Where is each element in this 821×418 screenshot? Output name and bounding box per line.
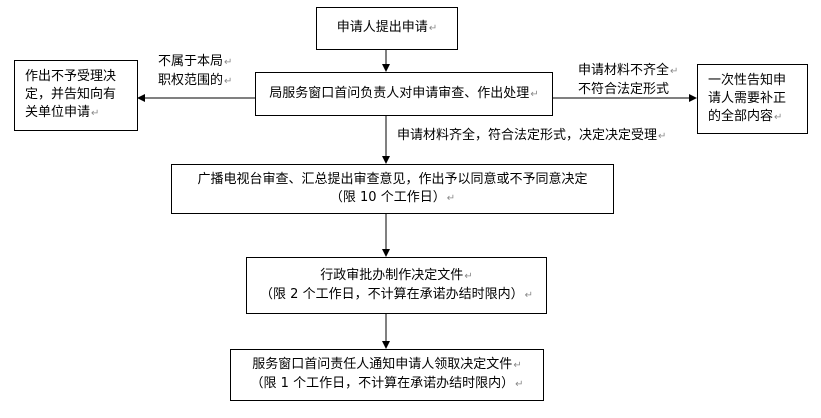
notify-text-line2: （限 1 个工作日，不计算在承诺办结时限内） — [250, 376, 515, 391]
supplement-text-line1: 一次性告知申 — [708, 72, 787, 88]
review-text: 局服务窗口首问负责人对申请审查、作出处理 — [269, 85, 530, 101]
label-not-in-scope: 不属于本局↵ 职权范围的↵ — [158, 53, 232, 91]
return-mark: ↵ — [774, 111, 783, 123]
return-mark: ↵ — [446, 192, 456, 204]
label-complete-line1: 申请材料齐全，符合法定形式，决定决定受理 — [397, 128, 658, 143]
station-text-line2: （限 10 个工作日） — [329, 189, 446, 205]
return-mark: ↵ — [524, 289, 533, 301]
apply-box: 申请人提出申请↵ — [316, 7, 458, 50]
return-mark: ↵ — [91, 108, 100, 119]
approval-text-line1: 行政审批办制作决定文件 — [320, 267, 464, 283]
label-not-in-scope-line2: 职权范围的 — [158, 73, 224, 88]
approval-text-line2: （限 2 个工作日，不计算在承诺办结时限内） — [260, 286, 524, 302]
return-mark: ↵ — [428, 23, 438, 34]
reject-text-line2: 定，并告知向有 — [25, 87, 117, 102]
supplement-text-line2: 请人需要补正 — [708, 90, 787, 106]
return-mark: ↵ — [515, 379, 524, 390]
return-mark: ↵ — [530, 88, 539, 100]
label-not-in-scope-line1: 不属于本局 — [158, 54, 224, 69]
label-complete: 申请材料齐全，符合法定形式，决定决定受理↵ — [397, 127, 666, 146]
return-mark: ↵ — [464, 270, 473, 282]
approval-box: 行政审批办制作决定文件↵ （限 2 个工作日，不计算在承诺办结时限内）↵ — [246, 257, 547, 314]
label-incomplete-line1: 申请材料不齐全 — [578, 63, 670, 78]
return-mark: ↵ — [224, 57, 233, 68]
return-mark: ↵ — [670, 66, 679, 77]
return-mark: ↵ — [658, 131, 667, 142]
station-text-line1: 广播电视台审查、汇总提出审查意见，作出予以同意或不予同意决定 — [197, 171, 588, 187]
notify-text-line1: 服务窗口首问责任人通知申请人领取决定文件 — [252, 357, 513, 372]
review-box: 局服务窗口首问负责人对申请审查、作出处理↵ — [255, 72, 553, 116]
label-incomplete: 申请材料不齐全↵ 不符合法定形式 — [578, 62, 678, 99]
reject-box: 作出不予受理决 定，并告知向有 关单位申请↵ — [14, 60, 138, 131]
reject-text-line3: 关单位申请 — [25, 105, 91, 120]
label-incomplete-line2: 不符合法定形式 — [578, 82, 670, 97]
notify-box: 服务窗口首问责任人通知申请人领取决定文件↵ （限 1 个工作日，不计算在承诺办结… — [230, 349, 544, 401]
return-mark: ↵ — [224, 76, 233, 87]
apply-text: 申请人提出申请 — [336, 20, 428, 35]
station-review-box: 广播电视台审查、汇总提出审查意见，作出予以同意或不予同意决定 （限 10 个工作… — [171, 164, 614, 214]
return-mark: ↵ — [513, 360, 522, 371]
supplement-text-line3: 的全部内容 — [708, 108, 774, 124]
reject-text-line1: 作出不予受理决 — [25, 69, 117, 84]
supplement-box: 一次性告知申 请人需要补正 的全部内容↵ — [697, 64, 808, 134]
